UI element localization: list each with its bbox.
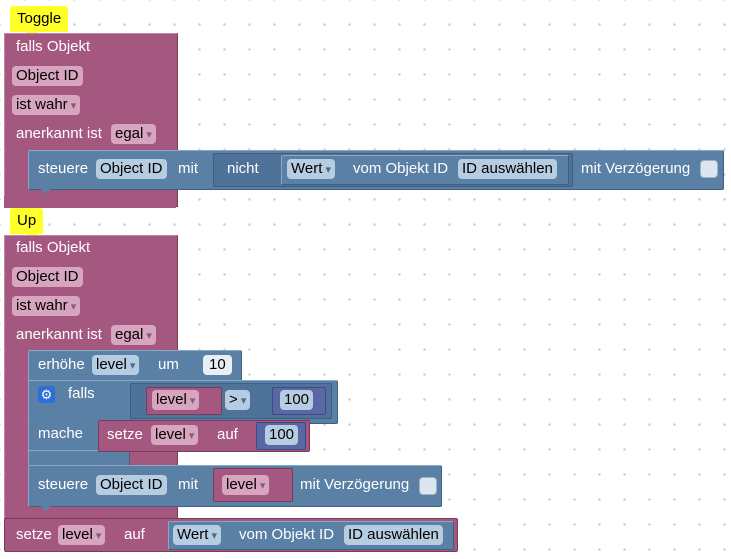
increase-var-dropdown[interactable]: level: [92, 355, 140, 375]
control-object-id-field[interactable]: Object ID: [96, 159, 167, 179]
compare-var-dropdown[interactable]: level: [152, 390, 200, 410]
trigger-label-toggle[interactable]: Toggle: [10, 6, 69, 38]
object-id-field[interactable]: Object ID: [12, 66, 83, 86]
if-block-bottom: [28, 450, 130, 466]
delay-checkbox[interactable]: [700, 160, 718, 178]
do-label: mache: [38, 425, 84, 442]
ack-dropdown-2[interactable]: egal: [111, 325, 156, 345]
control-notch-2: [40, 505, 52, 511]
control-label-2: steuere: [38, 476, 89, 493]
compare-number-field[interactable]: 100: [280, 390, 314, 410]
select-id-button[interactable]: ID auswählen: [458, 159, 557, 179]
control-mit-label-2: mit: [178, 476, 198, 493]
control-object-id-field-2[interactable]: Object ID: [96, 475, 167, 495]
event-block-foot: [4, 196, 176, 208]
control-label: steuere: [38, 160, 89, 177]
bottom-select-id-button[interactable]: ID auswählen: [344, 525, 443, 545]
ack-label: anerkannt ist: [16, 125, 102, 142]
bottom-wert-dropdown[interactable]: Wert: [173, 525, 221, 545]
if-block-side: [28, 420, 100, 452]
delay-checkbox-2[interactable]: [419, 477, 437, 495]
delay-label: mit Verzögerung: [581, 160, 691, 177]
value-input-plug: [207, 163, 213, 175]
ack-label-2: anerkannt ist: [16, 326, 102, 343]
bottom-auf-label: auf: [124, 526, 145, 543]
wert-dropdown[interactable]: Wert: [287, 159, 335, 179]
bottom-var-dropdown[interactable]: level: [58, 525, 106, 545]
ack-dropdown[interactable]: egal: [111, 124, 156, 144]
delay-label-2: mit Verzögerung: [300, 476, 410, 493]
increase-value-field[interactable]: 10: [203, 355, 232, 375]
increase-um-label: um: [158, 356, 179, 373]
falls-objekt-label-2: falls Objekt: [16, 239, 91, 256]
set-auf-label: auf: [217, 426, 238, 443]
gear-icon[interactable]: ⚙: [38, 386, 55, 403]
if-label: falls: [68, 385, 95, 402]
not-label: nicht: [227, 160, 259, 177]
control-notch: [40, 188, 52, 194]
set-var-dropdown[interactable]: level: [151, 425, 199, 445]
control-var-dropdown[interactable]: level: [222, 475, 270, 495]
control-mit-label: mit: [178, 160, 198, 177]
vom-objekt-label: vom Objekt ID: [353, 160, 449, 177]
increase-label: erhöhe: [38, 356, 85, 373]
falls-objekt-label: falls Objekt: [16, 38, 91, 55]
operator-dropdown[interactable]: >: [225, 390, 251, 410]
set-number-field[interactable]: 100: [265, 425, 299, 445]
trigger-label-up[interactable]: Up: [10, 208, 44, 240]
condition-dropdown-2[interactable]: ist wahr: [12, 296, 81, 316]
object-id-field-2[interactable]: Object ID: [12, 267, 83, 287]
set-label: setze: [107, 426, 143, 443]
bottom-vom-objekt-label: vom Objekt ID: [239, 526, 335, 543]
condition-dropdown[interactable]: ist wahr: [12, 95, 81, 115]
bottom-set-label: setze: [16, 526, 52, 543]
